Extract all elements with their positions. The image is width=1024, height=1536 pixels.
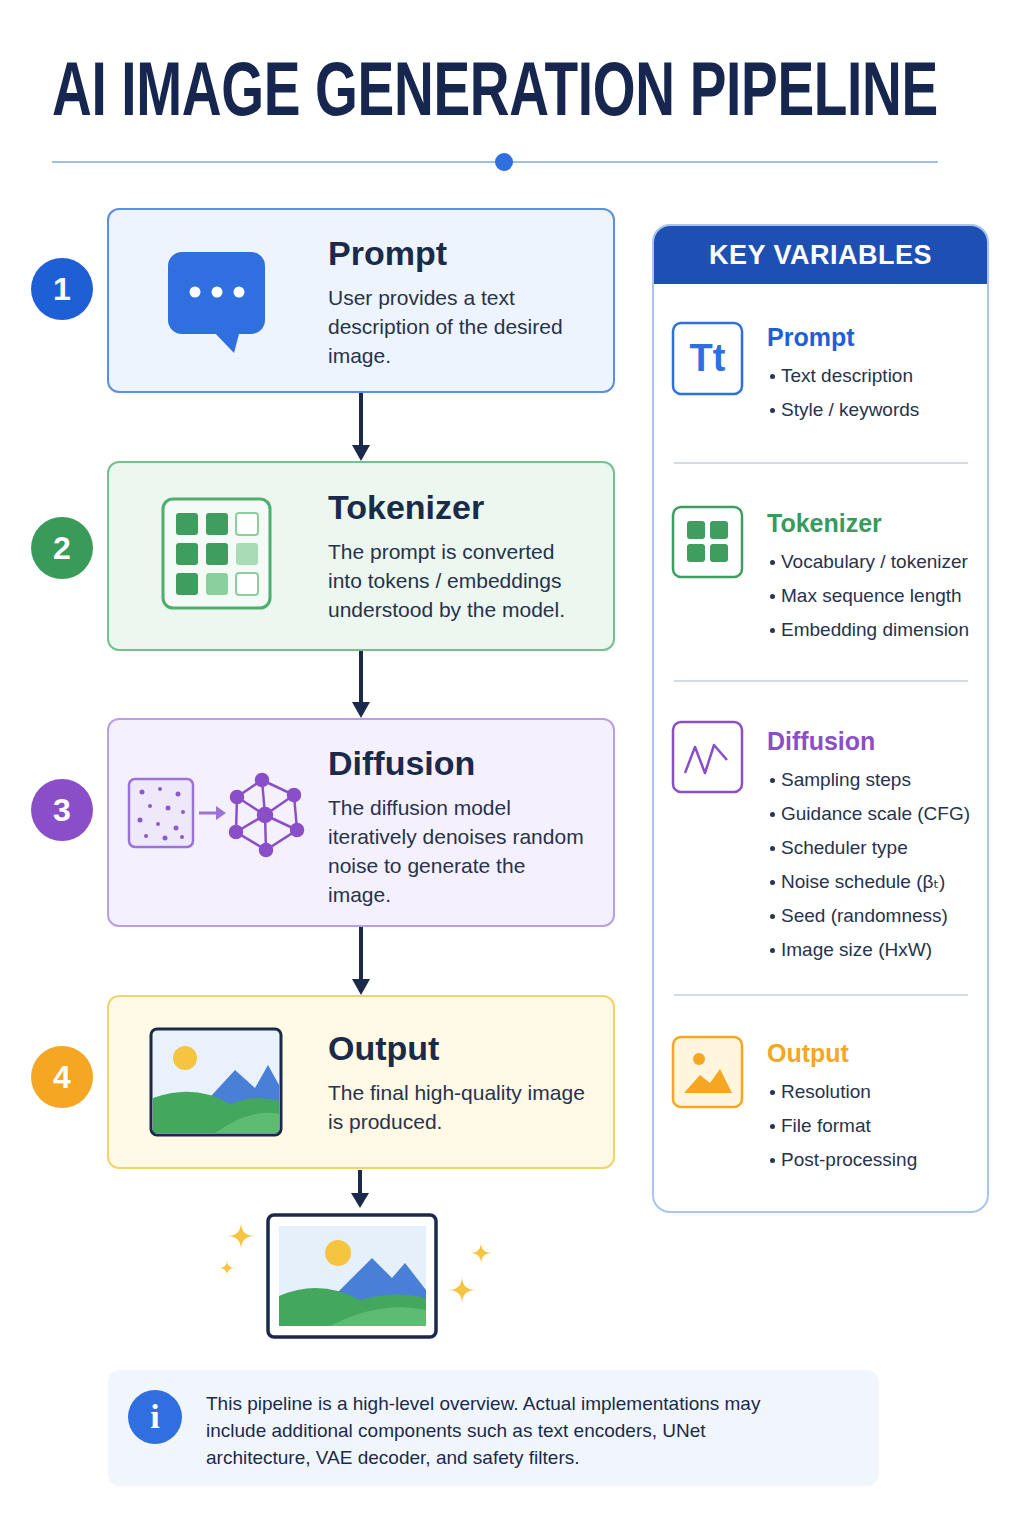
step-description: The final high-quality image is produced… xyxy=(328,1078,586,1136)
flow-arrow xyxy=(359,927,363,985)
variable-item: Seed (randomness) xyxy=(781,899,987,933)
process-box: PromptUser provides a text description o… xyxy=(107,208,615,393)
variable-item: File format xyxy=(781,1109,987,1143)
info-note: This pipeline is a high-level overview. … xyxy=(108,1370,879,1486)
flow-arrow xyxy=(359,393,363,451)
step-number: 1 xyxy=(31,258,93,320)
callout-number: 3 xyxy=(53,794,71,826)
variable-group: PromptText descriptionStyle / keywords xyxy=(654,315,987,455)
step-heading: Tokenizer xyxy=(328,487,613,527)
flow-arrow xyxy=(359,651,363,708)
group-heading: Prompt xyxy=(767,321,987,353)
callout-number: 4 xyxy=(53,1061,71,1093)
title-rule-dot xyxy=(495,153,513,171)
step-number: 4 xyxy=(31,1046,93,1108)
panel-heading: KEY VARIABLES xyxy=(654,226,987,284)
process-box: OutputThe final high-quality image is pr… xyxy=(107,995,615,1169)
result-image xyxy=(268,1215,436,1337)
sparkles xyxy=(219,1222,492,1304)
variable-item: Scheduler type xyxy=(781,831,987,865)
step-heading: Output xyxy=(328,1028,613,1068)
variable-item: Text description xyxy=(781,359,987,393)
variable-item: Guidance scale (CFG) xyxy=(781,797,987,831)
step-description: User provides a text description of the … xyxy=(328,283,586,370)
step-number: 2 xyxy=(31,517,93,579)
diagram-title: AI IMAGE GENERATION PIPELINE xyxy=(52,49,938,129)
callout-number: 2 xyxy=(53,532,71,564)
variable-group: DiffusionSampling stepsGuidance scale (C… xyxy=(654,719,987,979)
group-heading: Diffusion xyxy=(767,725,987,757)
process-box: TokenizerThe prompt is converted into to… xyxy=(107,461,615,651)
variable-item: Post-processing xyxy=(781,1143,987,1177)
variable-item: Noise schedule (βₜ) xyxy=(781,865,987,899)
step-heading: Prompt xyxy=(328,233,613,273)
variable-group: TokenizerVocabulary / tokenizerMax seque… xyxy=(654,501,987,681)
callout-number: 1 xyxy=(53,273,71,305)
variable-group: OutputResolutionFile formatPost-processi… xyxy=(654,1031,987,1191)
step-description: The prompt is converted into tokens / em… xyxy=(328,537,586,624)
group-heading: Tokenizer xyxy=(767,507,987,539)
step-heading: Diffusion xyxy=(328,743,613,783)
variable-item: Image size (HxW) xyxy=(781,933,987,967)
process-box: DiffusionThe diffusion model iteratively… xyxy=(107,718,615,927)
variable-item: Embedding dimension xyxy=(781,613,987,647)
icon-glyph: Tt xyxy=(673,323,742,394)
group-heading: Output xyxy=(767,1037,987,1069)
note-text: This pipeline is a high-level overview. … xyxy=(206,1390,781,1471)
title-rule xyxy=(52,161,938,163)
variable-item: Style / keywords xyxy=(781,393,987,427)
variable-item: Vocabulary / tokenizer xyxy=(781,545,987,579)
variable-item: Max sequence length xyxy=(781,579,987,613)
info-glyph: i xyxy=(128,1390,182,1444)
variable-item: Resolution xyxy=(781,1075,987,1109)
step-number: 3 xyxy=(31,779,93,841)
output-arrow xyxy=(351,1170,369,1208)
step-description: The diffusion model iteratively denoises… xyxy=(328,793,586,909)
variable-item: Sampling steps xyxy=(781,763,987,797)
